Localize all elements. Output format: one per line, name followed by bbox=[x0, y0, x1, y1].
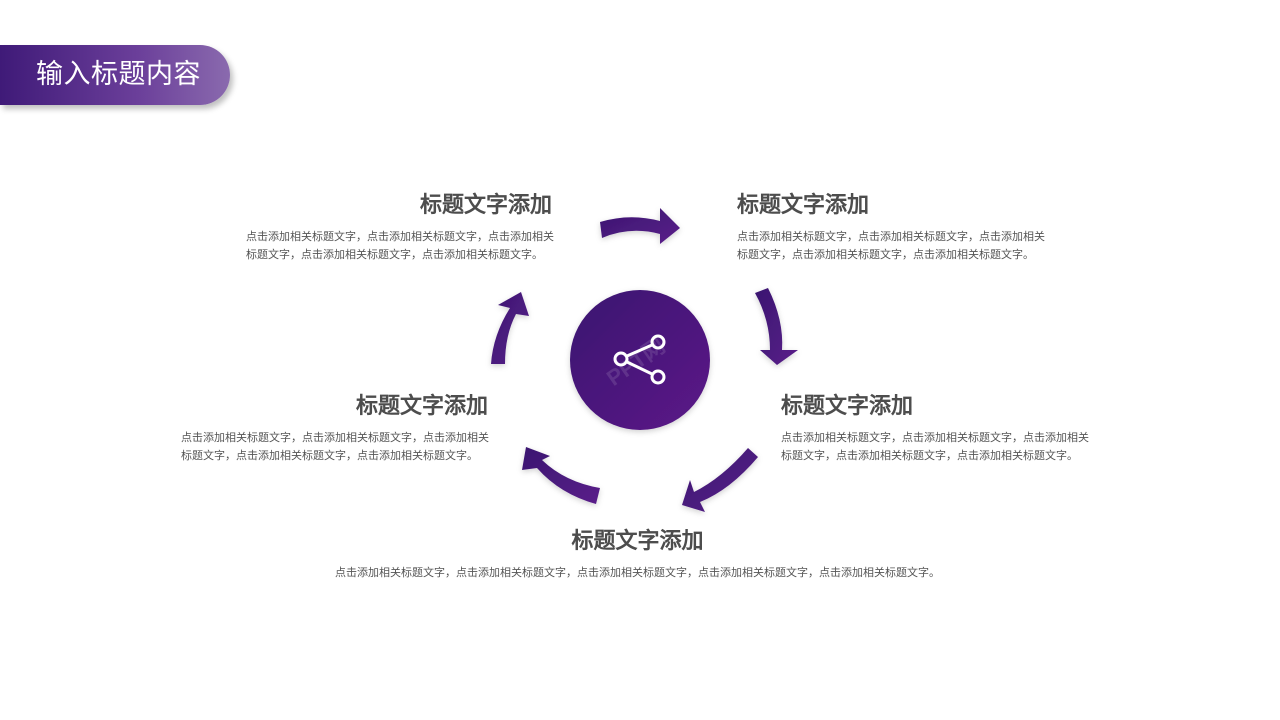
cycle-arrow-top bbox=[600, 208, 680, 244]
item-title: 标题文字添加 bbox=[355, 394, 488, 419]
cycle-item-middle-right: 标题文字添加 点击添加相关标题文字，点击添加相关标题文字，点击添加相关标题文字，… bbox=[781, 394, 1091, 465]
item-title: 标题文字添加 bbox=[781, 394, 914, 419]
center-circle bbox=[570, 290, 710, 430]
cycle-arrow-bottom-right bbox=[682, 448, 758, 512]
share-icon bbox=[613, 334, 666, 385]
cycle-arrow-right bbox=[755, 288, 798, 365]
item-title: 标题文字添加 bbox=[419, 193, 552, 218]
cycle-arrow-left bbox=[491, 292, 529, 364]
cycle-item-top-right: 标题文字添加 点击添加相关标题文字，点击添加相关标题文字，点击添加相关标题文字，… bbox=[737, 193, 1047, 264]
item-body: 点击添加相关标题文字，点击添加相关标题文字，点击添加相关标题文字，点击添加相关标… bbox=[335, 566, 940, 579]
page-title: 输入标题内容 bbox=[36, 59, 201, 90]
cycle-item-top-left: 标题文字添加 点击添加相关标题文字，点击添加相关标题文字，点击添加相关标题文字，… bbox=[246, 193, 556, 264]
item-body: 点击添加相关标题文字，点击添加相关标题文字，点击添加相关标题文字，点击添加相关标… bbox=[246, 230, 554, 261]
cycle-item-bottom-center: 标题文字添加 点击添加相关标题文字，点击添加相关标题文字，点击添加相关标题文字，… bbox=[260, 529, 1015, 582]
title-banner: 输入标题内容 bbox=[0, 45, 230, 105]
item-body: 点击添加相关标题文字，点击添加相关标题文字，点击添加相关标题文字，点击添加相关标… bbox=[181, 431, 489, 462]
item-body: 点击添加相关标题文字，点击添加相关标题文字，点击添加相关标题文字，点击添加相关标… bbox=[737, 230, 1045, 261]
cycle-item-middle-left: 标题文字添加 点击添加相关标题文字，点击添加相关标题文字，点击添加相关标题文字，… bbox=[181, 394, 491, 465]
cycle-arrow-bottom-left bbox=[522, 447, 600, 504]
item-title: 标题文字添加 bbox=[737, 193, 870, 218]
item-body: 点击添加相关标题文字，点击添加相关标题文字，点击添加相关标题文字，点击添加相关标… bbox=[781, 431, 1089, 462]
item-title: 标题文字添加 bbox=[571, 529, 704, 554]
